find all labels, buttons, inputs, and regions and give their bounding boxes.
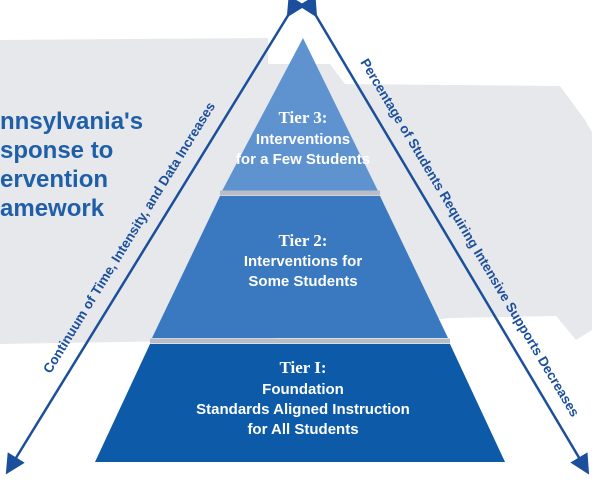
- title-line: ervention: [0, 166, 108, 193]
- tier-2-heading: Tier 2:: [279, 231, 328, 250]
- left-axis-arrow: [5, 0, 306, 475]
- right-axis-arrow: [298, 0, 590, 475]
- title-line: amework: [0, 195, 105, 222]
- title-line: nnsylvania's: [0, 108, 143, 135]
- tier-3-text: for a Few Students: [236, 151, 370, 168]
- tier-3-text: Interventions: [256, 131, 350, 148]
- title-line: sponse to: [0, 137, 113, 164]
- tier-1-text: for All Students: [247, 421, 358, 438]
- tier-3-heading: Tier 3:: [279, 108, 328, 127]
- tier-1-text: Standards Aligned Instruction: [196, 401, 410, 418]
- tier-2-text: Interventions for: [244, 253, 363, 270]
- tier-2-text: Some Students: [248, 273, 357, 290]
- tier-1-heading: Tier I:: [279, 358, 326, 377]
- tier-1-text: Foundation: [262, 381, 344, 398]
